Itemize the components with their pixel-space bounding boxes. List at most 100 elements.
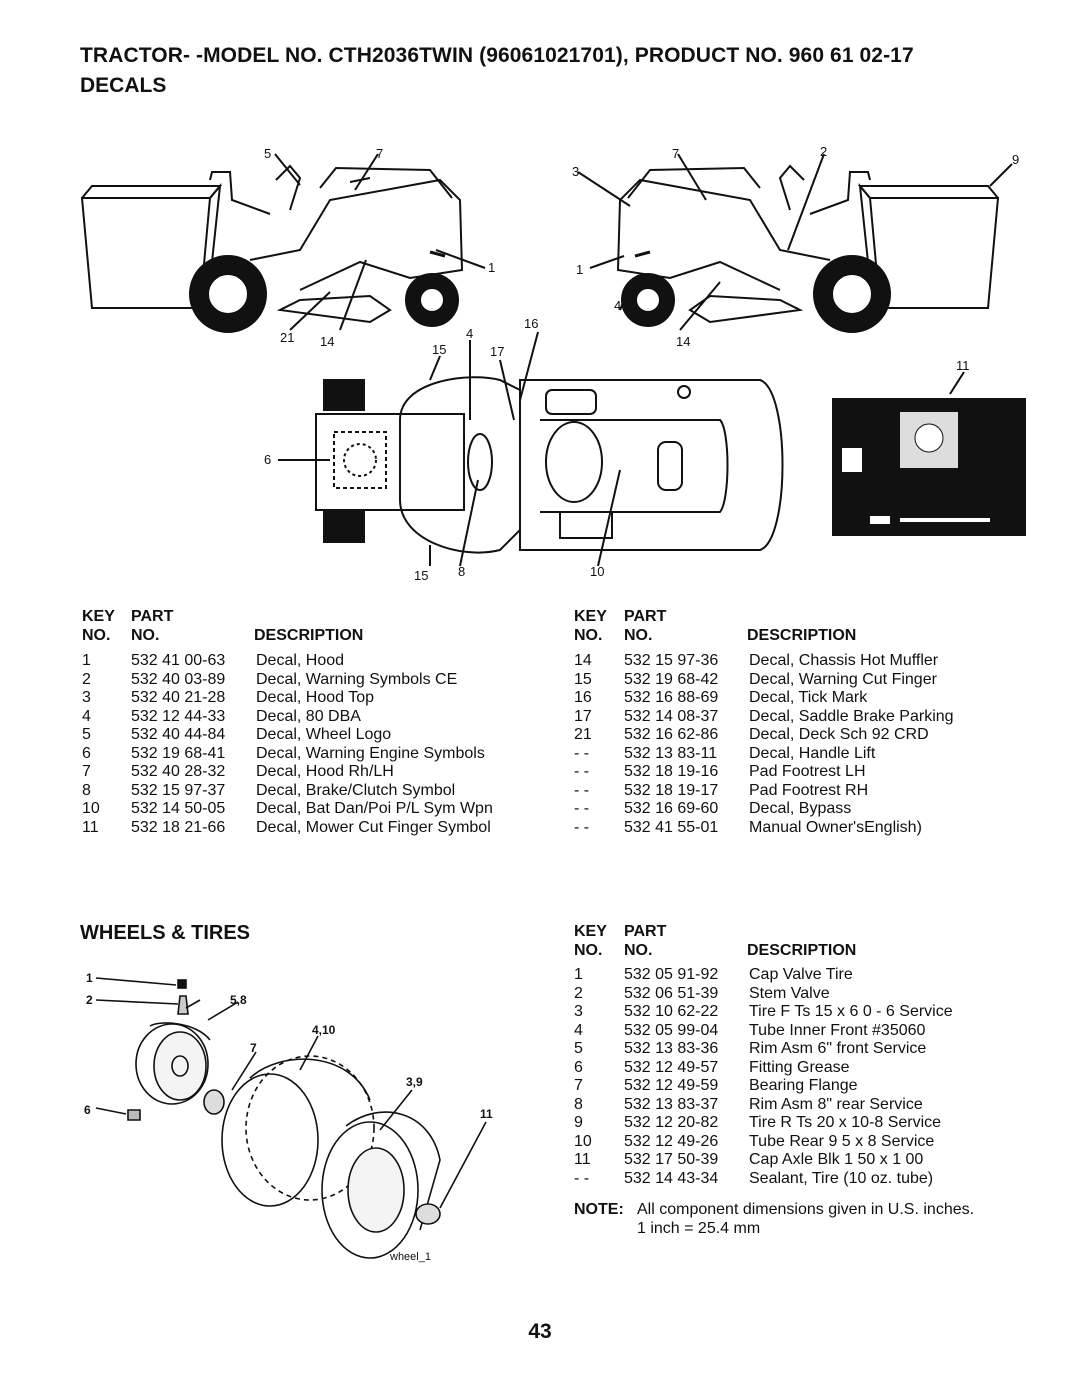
section-title-wheels: WHEELS & TIRES: [80, 922, 251, 944]
header-no: NO.: [574, 942, 603, 959]
header-key: KEY: [574, 923, 607, 940]
svg-text:10: 10: [590, 564, 604, 579]
cell-key: 11: [574, 1151, 591, 1168]
svg-text:7: 7: [672, 146, 679, 161]
svg-text:17: 17: [490, 344, 504, 359]
header-no: NO.: [82, 627, 111, 644]
cell-desc: Decal, Deck Sch 92 CRD: [749, 726, 929, 743]
cell-part: 532 16 62-86: [624, 726, 719, 743]
cell-key: - -: [574, 818, 590, 836]
cell-desc: Bearing Flange: [749, 1077, 858, 1094]
svg-text:11: 11: [956, 358, 970, 373]
cell-desc: Decal, Hood Rh/LH: [256, 763, 394, 780]
cell-key: 1: [82, 652, 91, 669]
cell-desc: Decal, Hood Top: [256, 689, 374, 706]
svg-text:1: 1: [86, 971, 93, 985]
page-number: 43: [528, 1320, 552, 1343]
cell-part: 532 05 91-92: [624, 966, 719, 983]
cell-desc: Decal, Tick Mark: [749, 689, 868, 706]
header-key: KEY: [574, 608, 607, 625]
cell-part: 532 15 97-37: [131, 781, 226, 799]
cell-desc: Decal, Warning Engine Symbols: [256, 744, 485, 762]
cell-desc: Tube Rear 9 5 x 8 Service: [749, 1132, 935, 1150]
svg-text:3: 3: [572, 164, 579, 179]
cell-desc: Decal, Wheel Logo: [256, 726, 392, 743]
cell-key: 2: [82, 670, 91, 688]
cell-desc: Decal, Mower Cut Finger Symbol: [256, 818, 491, 836]
note-conversion: 1 inch = 25.4 mm: [637, 1220, 761, 1237]
cell-key: - -: [574, 800, 590, 817]
cell-key: - -: [574, 744, 590, 762]
cell-part: 532 05 99-04: [624, 1021, 719, 1039]
cell-desc: Cap Valve Tire: [749, 966, 853, 983]
cell-part: 532 18 19-17: [624, 781, 719, 799]
cell-part: 532 12 20-82: [624, 1114, 719, 1131]
cell-part: 532 40 03-89: [131, 670, 226, 688]
cell-key: 10: [82, 800, 100, 817]
control-panel-decal: [832, 398, 1026, 536]
cell-part: 532 16 88-69: [624, 689, 719, 706]
cell-desc: Tire F Ts 15 x 6 0 - 6 Service: [749, 1003, 953, 1020]
cell-part: 532 12 44-33: [131, 707, 226, 725]
cell-part: 532 12 49-26: [624, 1132, 719, 1150]
cell-part: 532 41 55-01: [624, 818, 719, 836]
header-key: KEY: [82, 608, 115, 625]
cell-key: 8: [82, 781, 91, 799]
cell-desc: Decal, Handle Lift: [749, 744, 876, 762]
cell-desc: Manual Owner'sEnglish): [749, 818, 922, 836]
cell-desc: Rim Asm 8" rear Service: [749, 1095, 923, 1113]
cell-desc: Tire R Ts 20 x 10-8 Service: [749, 1114, 942, 1131]
svg-text:2: 2: [820, 144, 827, 159]
cell-part: 532 40 21-28: [131, 689, 226, 706]
cell-desc: Pad Footrest RH: [749, 781, 869, 799]
table-row: 9 532 12 20-82 Tire R Ts 20 x 10-8 Service: [0, 1114, 1080, 1133]
cell-key: 4: [574, 1021, 583, 1039]
cell-key: 15: [574, 670, 592, 688]
cell-desc: Decal, Warning Symbols CE: [256, 670, 458, 688]
wheel-caption: wheel_1: [389, 1251, 431, 1263]
note-label: NOTE:: [574, 1201, 624, 1218]
cell-desc: Pad Footrest LH: [749, 763, 866, 780]
cell-part: 532 19 68-42: [624, 670, 719, 688]
svg-text:14: 14: [320, 334, 334, 349]
svg-text:16: 16: [524, 316, 538, 331]
header-no: NO.: [131, 627, 160, 644]
header-no: NO.: [624, 942, 653, 959]
cell-key: 9: [574, 1114, 583, 1131]
diagram-callouts: 5 7 1 21 14 3 7 2 9 1 4 14 16 4 15 17 6 …: [264, 144, 1019, 583]
header-part: PART: [624, 923, 667, 940]
svg-text:21: 21: [280, 330, 294, 345]
header-description: DESCRIPTION: [747, 942, 857, 959]
svg-text:6: 6: [264, 452, 271, 467]
tractor-right-side-view: [616, 164, 1000, 333]
svg-text:1: 1: [488, 260, 495, 275]
table-row: 10 532 12 49-26 Tube Rear 9 5 x 8 Service: [0, 1133, 1080, 1152]
svg-text:5: 5: [264, 146, 271, 161]
page-title: TRACTOR- -MODEL NO. CTH2036TWIN (9606102…: [80, 44, 914, 67]
cell-desc: Stem Valve: [749, 984, 830, 1002]
svg-text:15: 15: [432, 342, 446, 357]
svg-text:11: 11: [480, 1107, 493, 1121]
cell-part: 532 13 83-36: [624, 1040, 719, 1057]
header-no: NO.: [624, 627, 653, 644]
cell-key: - -: [574, 1169, 590, 1187]
cell-part: 532 14 50-05: [131, 800, 226, 817]
svg-text:1: 1: [576, 262, 583, 277]
svg-text:2: 2: [86, 993, 93, 1007]
cell-part: 532 17 50-39: [624, 1151, 719, 1168]
svg-text:4,10: 4,10: [312, 1023, 336, 1037]
table-row: - - 532 41 55-01 Manual Owner'sEnglish): [0, 819, 1080, 838]
cell-key: 10: [574, 1132, 592, 1150]
tractor-top-view: [315, 376, 784, 554]
cell-key: 1: [574, 966, 583, 983]
cell-part: 532 12 49-57: [624, 1058, 719, 1076]
